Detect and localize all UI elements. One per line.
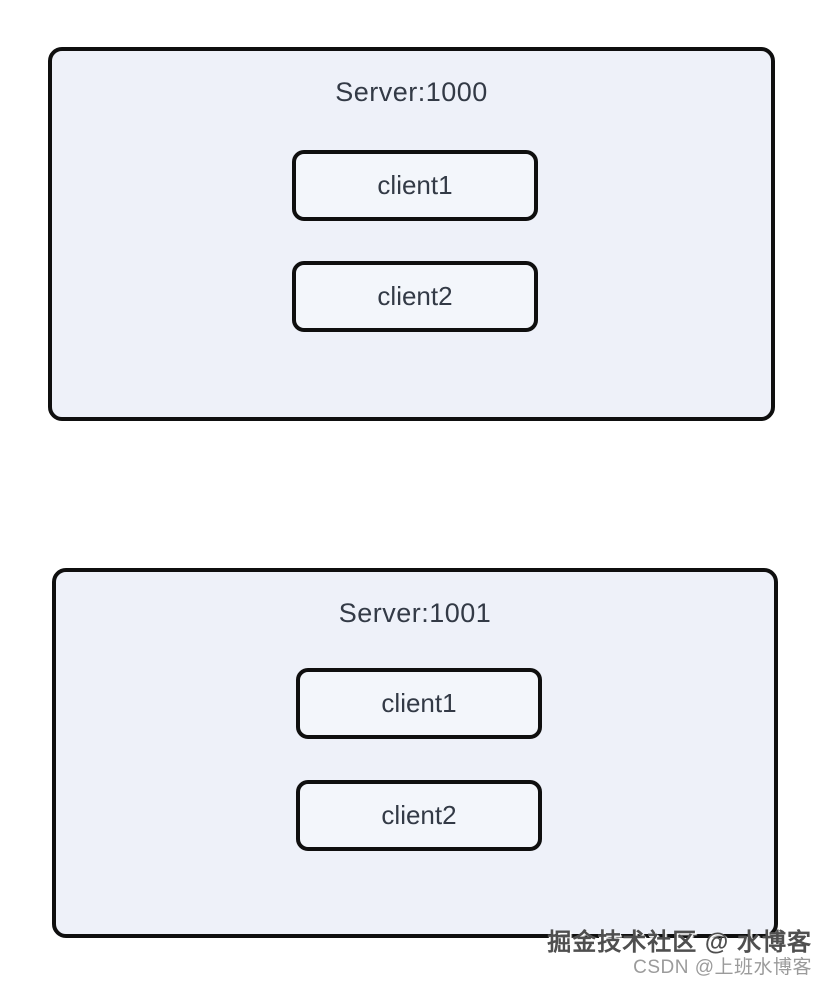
server-box-1001: Server:1001 client1 client2 bbox=[52, 568, 778, 938]
client-label: client2 bbox=[377, 281, 453, 311]
client-node: client1 bbox=[292, 150, 538, 221]
client-label: client1 bbox=[381, 688, 457, 718]
client-node: client2 bbox=[296, 780, 542, 851]
client-label: client2 bbox=[381, 800, 457, 830]
client-label: client1 bbox=[377, 170, 453, 200]
client-node: client1 bbox=[296, 668, 542, 739]
server-title: Server:1001 bbox=[338, 598, 492, 628]
server-title: Server:1000 bbox=[335, 77, 488, 107]
server-box-1000: Server:1000 client1 client2 bbox=[48, 47, 775, 421]
client-node: client2 bbox=[292, 261, 538, 332]
watermark-csdn: CSDN @上班水博客 bbox=[633, 957, 812, 978]
